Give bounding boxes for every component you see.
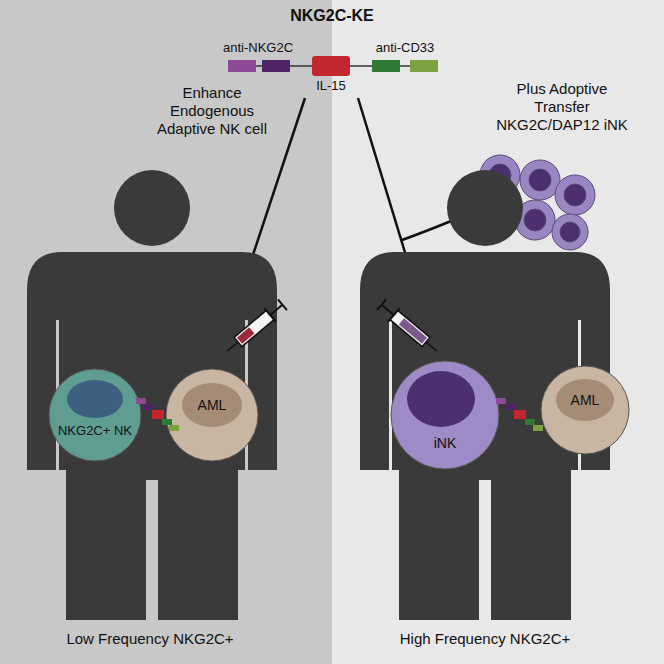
cell-label: AML (182, 398, 242, 413)
aml-cell: AML (165, 368, 259, 462)
part-label: anti-NKG2C (203, 40, 313, 56)
cell-outline (48, 368, 142, 462)
panel-note: Enhance Endogenous Adaptive NK cell (147, 84, 277, 138)
cell-label: iNK (415, 436, 475, 451)
bound-molecule (496, 398, 543, 431)
bispecific-molecule (228, 56, 438, 76)
bound-molecule (136, 398, 179, 431)
ink-cell: iNK (390, 360, 500, 470)
right-panel (332, 0, 664, 664)
title: NKG2C-KE (232, 6, 432, 25)
nk-cell: NKG2C+ NK (48, 368, 142, 462)
cell-label: NKG2C+ NK (55, 424, 135, 438)
cell-outline (390, 360, 500, 470)
outcome-label: High Frequency NKG2C+ (355, 630, 615, 648)
syringe (221, 298, 288, 358)
cell-label: AML (555, 393, 615, 408)
syringe (376, 298, 443, 358)
outcome-label: Low Frequency NKG2C+ (20, 630, 280, 648)
panel-note: Plus Adoptive Transfer NKG2C/DAP12 iNK (491, 80, 633, 134)
person-silhouette (27, 170, 277, 620)
aml-cell: AML (540, 365, 630, 455)
cell-outline (165, 368, 259, 462)
part-label: anti-CD33 (350, 40, 460, 56)
left-panel (0, 0, 332, 664)
part-label: IL-15 (301, 78, 361, 94)
cell-outline (540, 365, 630, 455)
